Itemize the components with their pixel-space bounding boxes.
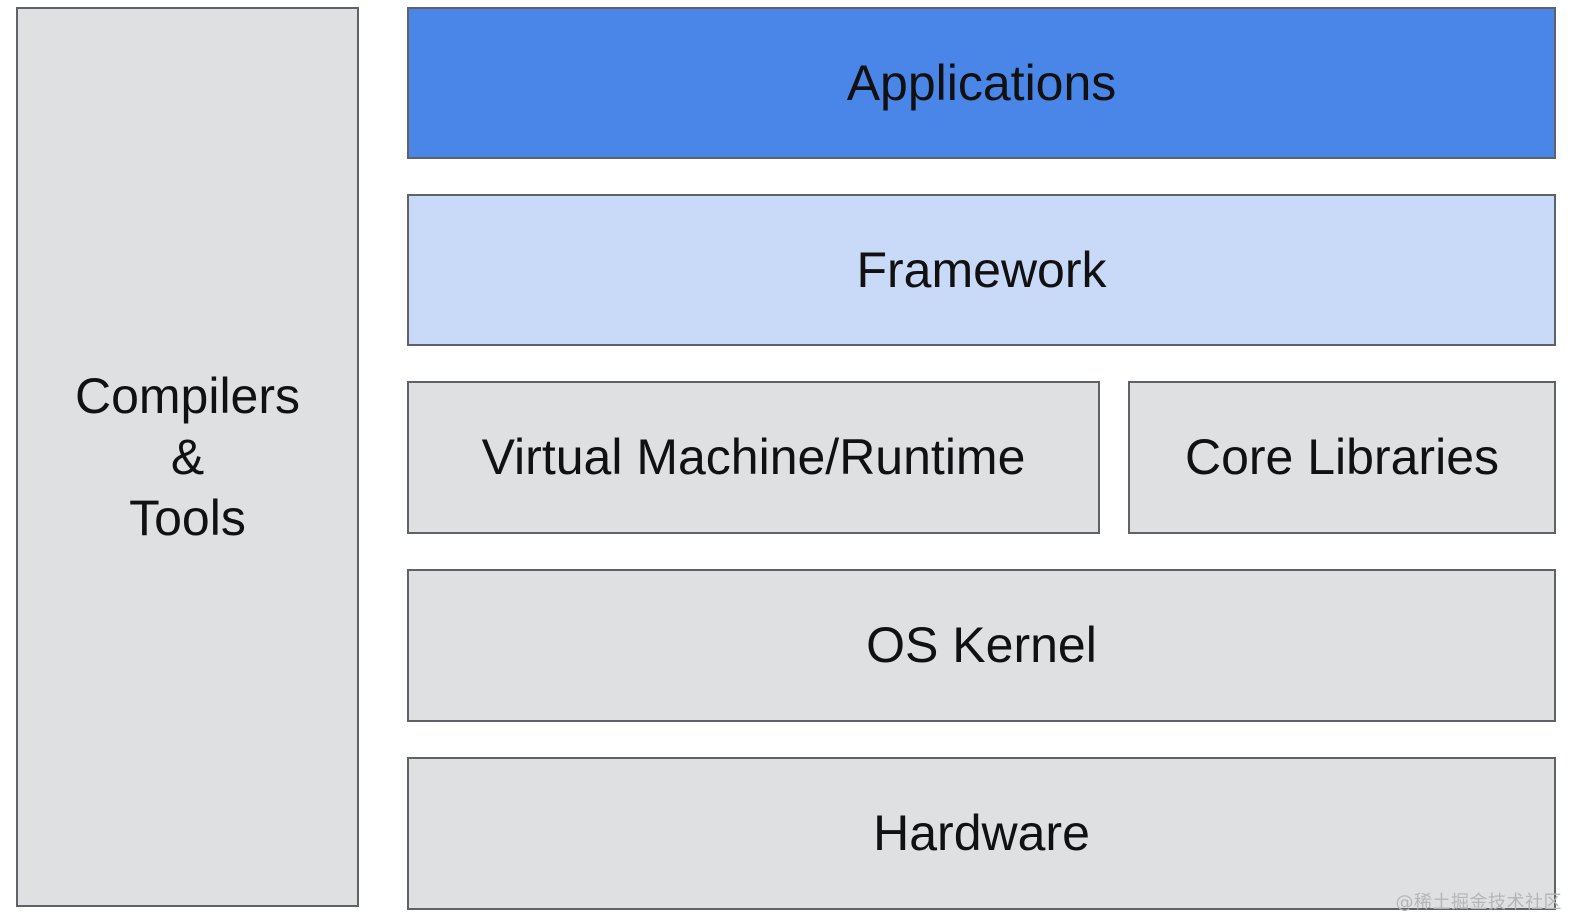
applications-layer: Applications [407, 7, 1556, 159]
core-libraries-layer: Core Libraries [1128, 381, 1556, 534]
core-libraries-label: Core Libraries [1184, 429, 1499, 485]
compilers-tools-label: Compilers & Tools [75, 366, 300, 549]
hardware-label: Hardware [873, 805, 1090, 861]
compilers-tools-line-3: Tools [129, 489, 246, 546]
compilers-tools-panel: Compilers & Tools [16, 7, 359, 907]
compilers-tools-line-1: Compilers [74, 367, 301, 424]
runtime-label: Virtual Machine/Runtime [481, 429, 1026, 485]
hardware-layer: Hardware [407, 757, 1556, 910]
runtime-layer: Virtual Machine/Runtime [407, 381, 1100, 534]
os-kernel-label: OS Kernel [866, 617, 1097, 673]
compilers-tools-line-2: & [170, 428, 205, 485]
watermark: @稀土掘金技术社区 [1395, 892, 1562, 913]
framework-layer: Framework [407, 194, 1556, 346]
applications-label: Applications [846, 54, 1117, 111]
framework-label: Framework [856, 241, 1107, 298]
os-kernel-layer: OS Kernel [407, 569, 1556, 722]
